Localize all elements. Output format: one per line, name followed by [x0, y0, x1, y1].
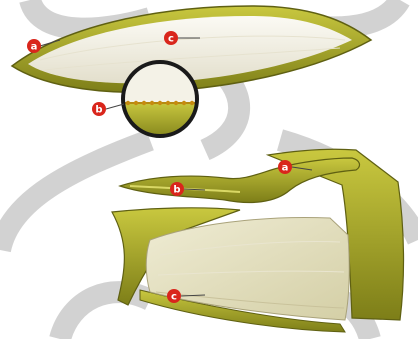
label-top-c: c	[164, 31, 178, 45]
svg-text:c: c	[168, 34, 174, 45]
svg-text:b: b	[95, 105, 102, 116]
svg-text:b: b	[173, 185, 180, 196]
fillet-peeled-rind	[120, 158, 359, 203]
label-bottom-a: a	[278, 160, 292, 174]
svg-text:a: a	[282, 163, 289, 174]
label-top-a: a	[27, 39, 41, 53]
svg-text:c: c	[171, 292, 177, 303]
leaf-fillet	[112, 149, 404, 332]
label-top-b: b	[92, 102, 106, 116]
magnified-inset	[120, 60, 200, 142]
svg-text:a: a	[31, 42, 38, 53]
label-bottom-b: b	[170, 182, 184, 196]
label-bottom-c: c	[167, 289, 181, 303]
